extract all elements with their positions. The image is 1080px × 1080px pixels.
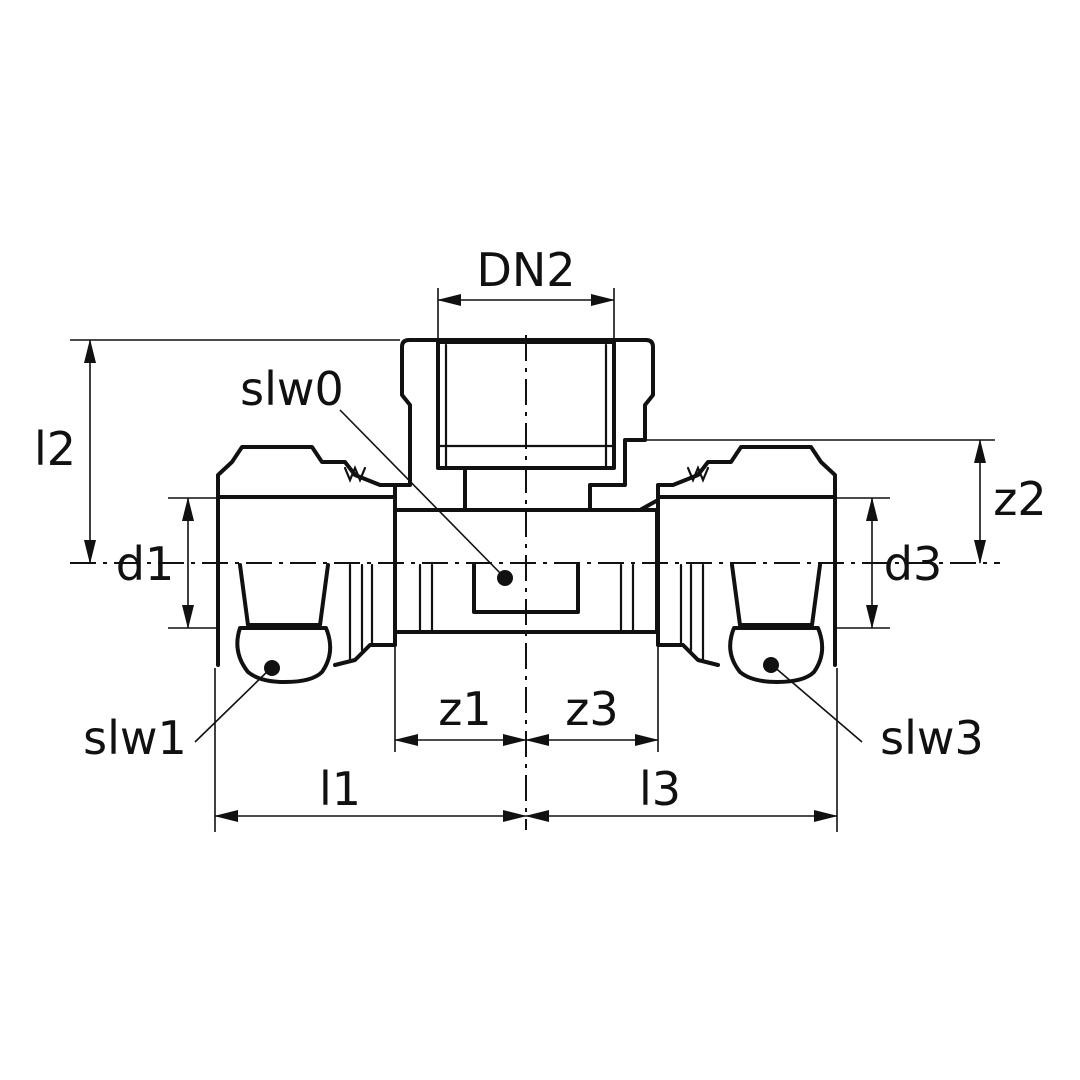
left-nut-thread [343, 465, 367, 483]
right-nut-thread [686, 465, 710, 483]
leader-slw1 [194, 667, 272, 743]
leaders [194, 409, 863, 743]
left-hex-bottom [235, 626, 333, 684]
extension-lines [70, 288, 995, 832]
label-l2: l2 [34, 422, 76, 476]
label-l3: l3 [639, 762, 681, 816]
dot-slw0 [497, 570, 513, 586]
left-nut-outline [216, 445, 397, 667]
label-slw1: slw1 [83, 711, 187, 765]
label-d3: d3 [884, 537, 942, 591]
label-d1: d1 [116, 537, 174, 591]
top-branch-outline [393, 338, 660, 512]
dimension-lines [84, 294, 986, 822]
right-hex [730, 563, 822, 627]
leader-slw3 [771, 664, 863, 743]
label-l1: l1 [319, 762, 361, 816]
fitting-body [216, 338, 837, 684]
dimension-labels: DN2 slw0 l2 z2 d1 d3 slw1 slw3 z1 z3 l1 … [34, 243, 1047, 816]
label-dn2: DN2 [476, 243, 575, 297]
right-hex-bottom [728, 626, 825, 684]
label-z1: z1 [438, 682, 491, 736]
dot-slw3 [763, 657, 779, 673]
right-nut-outline [656, 445, 837, 667]
leader-slw0 [339, 409, 505, 578]
left-hex [238, 563, 330, 627]
top-branch-inner [395, 468, 467, 512]
label-z3: z3 [565, 682, 618, 736]
dot-slw1 [264, 660, 280, 676]
label-slw0: slw0 [240, 362, 344, 416]
label-slw3: slw3 [880, 711, 984, 765]
label-z2: z2 [993, 472, 1046, 526]
